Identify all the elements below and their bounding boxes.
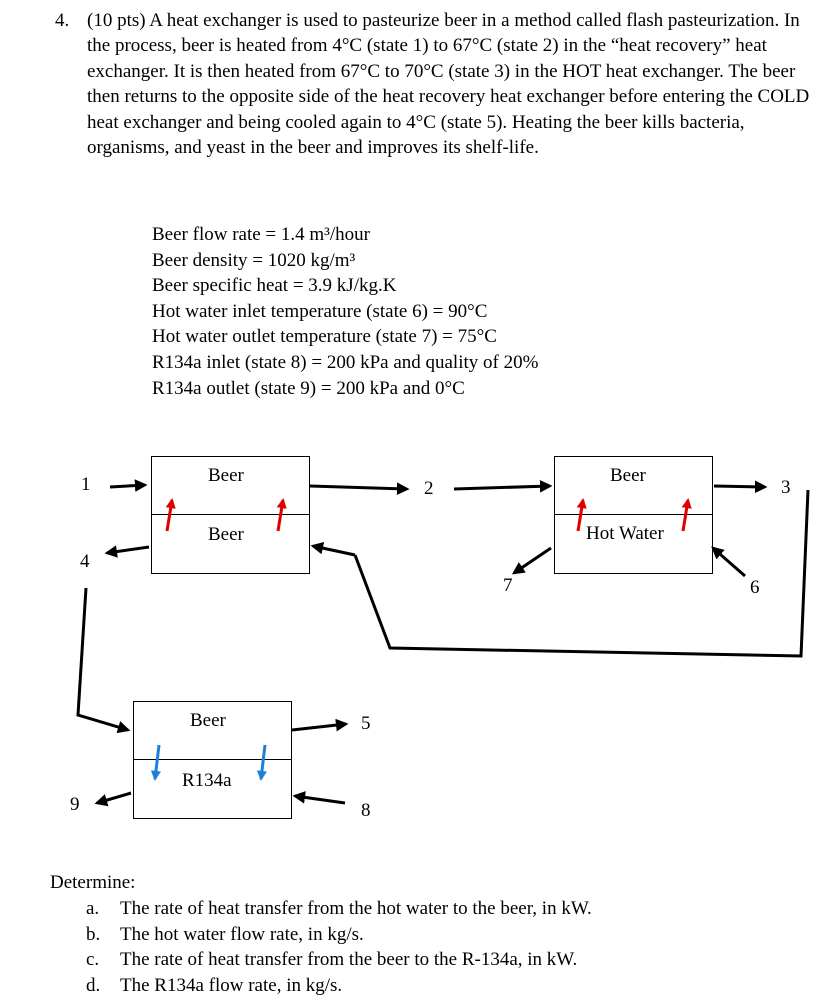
state-label-5: 5 bbox=[361, 713, 371, 734]
question-letter: a. bbox=[86, 898, 100, 919]
flow-arrow-state-6-in bbox=[711, 546, 746, 578]
hot-top-label: Beer bbox=[610, 465, 646, 486]
problem-statement: 4. (10 pts) A heat exchanger is used to … bbox=[55, 8, 815, 160]
cold-exchanger bbox=[133, 701, 292, 819]
flow-arrow-to-state-3 bbox=[713, 480, 768, 494]
flow-arrow-to-state-2 bbox=[309, 482, 410, 495]
question-item: a. The rate of heat transfer from the ho… bbox=[86, 896, 592, 922]
recovery-bottom-label: Beer bbox=[208, 524, 244, 545]
param-r134a-outlet: R134a outlet (state 9) = 200 kPa and 0°C bbox=[152, 377, 465, 399]
cold-bottom-label: R134a bbox=[182, 770, 232, 791]
state-label-1: 1 bbox=[81, 474, 91, 495]
question-item: d. The R134a flow rate, in kg/s. bbox=[86, 973, 592, 999]
question-text: The hot water flow rate, in kg/s. bbox=[120, 923, 364, 945]
flow-arrow-state-8-in bbox=[292, 791, 346, 805]
heat-arrow-hot-right bbox=[681, 497, 692, 532]
problem-number: 4. bbox=[55, 10, 70, 31]
problem-text: (10 pts) A heat exchanger is used to pas… bbox=[87, 10, 810, 159]
state-label-3: 3 bbox=[781, 477, 791, 498]
heat-arrow-recovery-right bbox=[276, 497, 287, 532]
cool-arrow-cold-left bbox=[150, 744, 162, 782]
state-label-8: 8 bbox=[361, 800, 371, 821]
state-label-4: 4 bbox=[80, 551, 90, 572]
question-letter: c. bbox=[86, 949, 100, 970]
determine-heading: Determine: bbox=[50, 872, 136, 893]
question-text: The rate of heat transfer from the hot w… bbox=[120, 898, 592, 919]
flow-arrow-into-recovery bbox=[310, 541, 356, 557]
flow-arrow-to-state-5 bbox=[291, 718, 349, 732]
flow-arrow-state-1-in bbox=[109, 479, 148, 492]
question-text: The rate of heat transfer from the beer … bbox=[120, 949, 578, 970]
state-label-7: 7 bbox=[503, 575, 513, 596]
question-letter: b. bbox=[86, 923, 101, 945]
exchanger-divider bbox=[152, 514, 309, 515]
state-label-6: 6 bbox=[750, 577, 760, 598]
question-item: b. The hot water flow rate, in kg/s. bbox=[86, 922, 592, 948]
question-item: c. The rate of heat transfer from the be… bbox=[86, 947, 592, 973]
heat-arrow-recovery-left bbox=[165, 497, 176, 532]
heat-recovery-exchanger bbox=[151, 456, 310, 574]
flow-arrow-state-2-to-hot bbox=[453, 480, 553, 493]
param-hot-water-outlet: Hot water outlet temperature (state 7) =… bbox=[152, 326, 497, 348]
heat-arrow-hot-left bbox=[576, 497, 587, 532]
param-beer-density: Beer density = 1020 kg/m³ bbox=[152, 249, 356, 271]
hot-bottom-label: Hot Water bbox=[586, 523, 664, 544]
param-beer-specific-heat: Beer specific heat = 3.9 kJ/kg.K bbox=[152, 275, 397, 297]
state-label-2: 2 bbox=[424, 478, 434, 499]
exchanger-divider bbox=[134, 759, 291, 760]
cold-top-label: Beer bbox=[190, 710, 226, 731]
exchanger-divider bbox=[555, 514, 712, 515]
flow-arrow-to-state-7 bbox=[511, 546, 552, 575]
question-letter: d. bbox=[86, 974, 101, 996]
param-hot-water-inlet: Hot water inlet temperature (state 6) = … bbox=[152, 300, 488, 322]
return-line-from-state-3 bbox=[353, 489, 810, 658]
cool-arrow-cold-right bbox=[256, 744, 268, 782]
flow-arrow-to-state-9 bbox=[94, 791, 132, 807]
param-r134a-inlet: R134a inlet (state 8) = 200 kPa and qual… bbox=[152, 351, 539, 373]
flow-arrow-to-state-4 bbox=[104, 545, 150, 558]
state-label-9: 9 bbox=[70, 794, 80, 815]
recovery-top-label: Beer bbox=[208, 465, 244, 486]
flow-line-state-4-to-cold bbox=[76, 587, 131, 734]
question-text: The R134a flow rate, in kg/s. bbox=[120, 974, 343, 996]
question-list: a. The rate of heat transfer from the ho… bbox=[86, 896, 592, 998]
param-beer-flow-rate: Beer flow rate = 1.4 m³/hour bbox=[152, 224, 370, 245]
given-parameters: Beer flow rate = 1.4 m³/hour Beer densit… bbox=[152, 222, 538, 401]
